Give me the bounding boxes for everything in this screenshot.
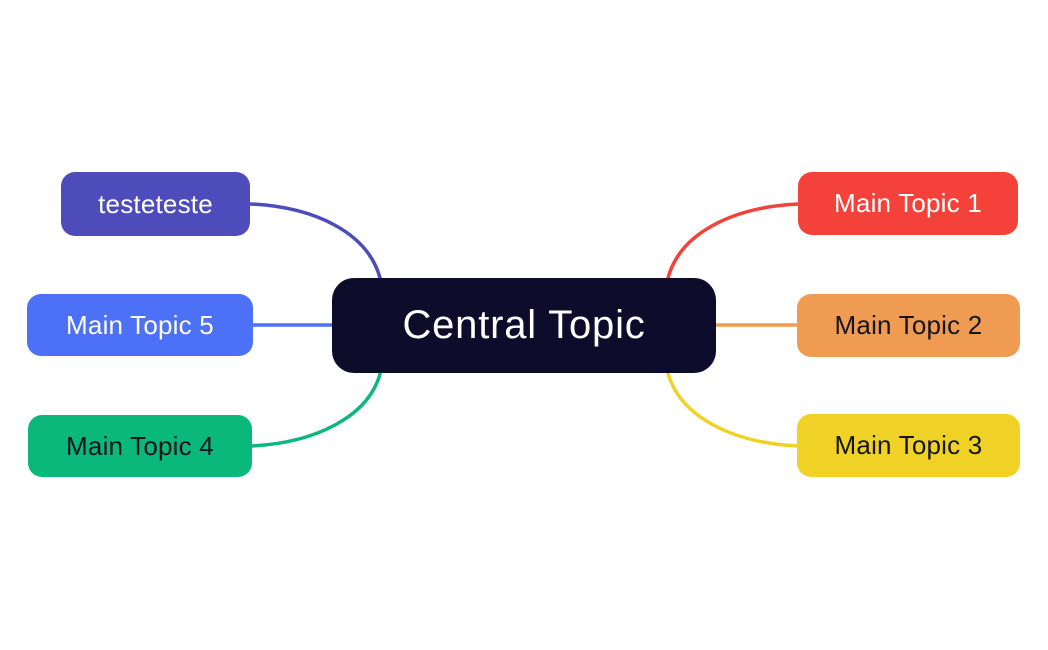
branch-label: Main Topic 3 (834, 430, 983, 460)
central-topic-label: Central Topic (402, 303, 646, 347)
branch-node-main-topic-5[interactable]: Main Topic 5 (27, 294, 253, 356)
central-topic-node[interactable]: Central Topic (332, 278, 716, 373)
connector-testeteste (249, 202, 382, 280)
branch-node-main-topic-3[interactable]: Main Topic 3 (797, 414, 1020, 477)
branch-node-main-topic-2[interactable]: Main Topic 2 (797, 294, 1020, 357)
branch-label: Main Topic 2 (834, 310, 983, 340)
branch-node-main-topic-4[interactable]: Main Topic 4 (28, 415, 252, 477)
branch-label: Main Topic 4 (66, 430, 214, 461)
branch-label: Main Topic 5 (66, 309, 214, 340)
connector-main-topic-1 (666, 202, 800, 280)
connector-main-topic-3 (666, 371, 800, 448)
branch-node-testeteste[interactable]: testeteste (61, 172, 250, 236)
branch-label: Main Topic 1 (834, 188, 982, 218)
branch-label: testeteste (98, 188, 213, 219)
branch-node-main-topic-1[interactable]: Main Topic 1 (798, 172, 1018, 235)
connector-main-topic-4 (249, 372, 382, 448)
